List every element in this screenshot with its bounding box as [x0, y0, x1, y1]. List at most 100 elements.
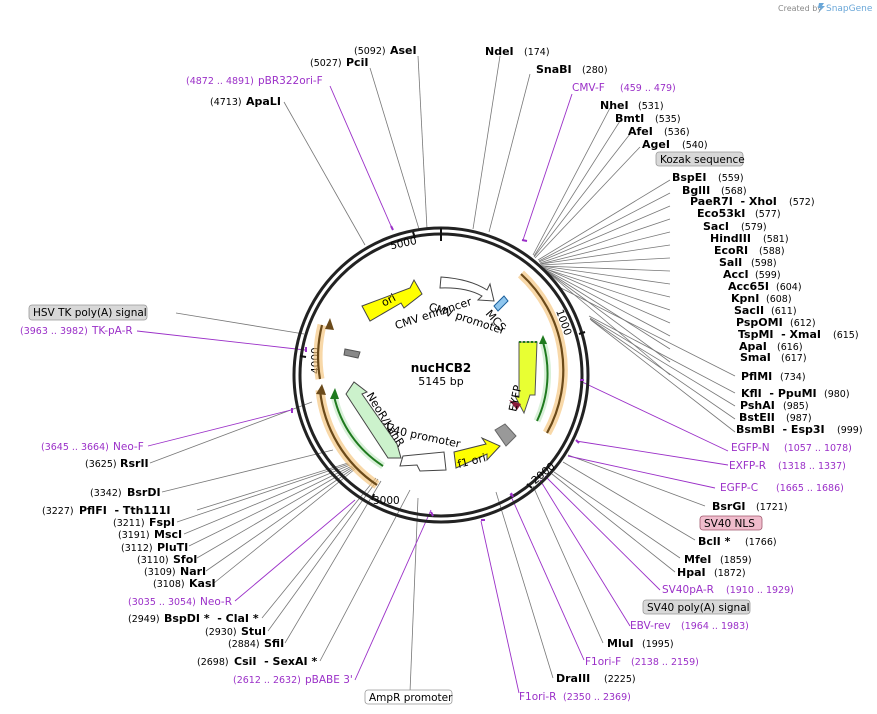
primer-pos: (1665 .. 1686) [776, 483, 844, 494]
enzyme-name: SmaI [740, 351, 771, 364]
enzyme-name: TspMI - XmaI [738, 328, 821, 341]
enzyme-pos: (577) [755, 209, 781, 220]
enzyme-pos: (579) [741, 222, 767, 233]
enzyme-name: MluI [607, 637, 634, 650]
enzyme-name: PaeR7I - XhoI [690, 195, 777, 208]
enzyme-pos: (1859) [720, 555, 752, 566]
enzyme-pos: (616) [777, 342, 803, 353]
enzyme-pos: (3211) [113, 518, 145, 529]
created-by-text: Created by [778, 4, 822, 13]
primer-pos: (1964 .. 1983) [681, 621, 749, 632]
primer-pos: (2350 .. 2369) [563, 692, 631, 703]
enzyme-pos: (2930) [205, 627, 237, 638]
eyfp-orf-green-arrow [533, 335, 552, 423]
sv40-nls-box: SV40 NLS [699, 515, 763, 531]
enzyme-name: AccI [723, 268, 749, 281]
ampr-promoter-label: AmpR promoter [369, 692, 453, 704]
enzyme-pos: (3227) [42, 506, 74, 517]
eyfp-label: EYFP [506, 384, 524, 413]
enzyme-name: SnaBI [536, 63, 572, 76]
primer-name: EGFP-N [731, 442, 770, 454]
primer-name: SV40pA-R [662, 584, 714, 596]
primer-name: F1ori-F [585, 656, 621, 668]
enzyme-pos: (559) [718, 173, 744, 184]
plasmid-length: 5145 bp [418, 375, 463, 388]
ampr-promoter-box: AmpR promoter [364, 689, 453, 705]
enzyme-pos: (608) [766, 294, 792, 305]
sv40-polya-box: SV40 poly(A) signal [642, 599, 751, 615]
enzyme-pos: (5092) [354, 46, 386, 57]
snapgene-logo-icon [818, 3, 825, 12]
enzyme-pos: (3625) [85, 459, 117, 470]
scale-ticks [299, 228, 586, 501]
enzyme-pos: (588) [759, 246, 785, 257]
enzyme-pos: (734) [780, 372, 806, 383]
enzyme-pos: (572) [789, 197, 815, 208]
enzyme-pos: (3112) [121, 543, 153, 554]
enzyme-name: AfeI [628, 125, 653, 138]
enzyme-name: SfiI [264, 637, 284, 650]
enzyme-pos: (612) [790, 318, 816, 329]
enzyme-name: BglII [682, 184, 710, 197]
enzyme-name: HpaI [677, 566, 706, 579]
enzyme-name: BclI * [698, 535, 731, 548]
ori-label: ori [379, 291, 398, 309]
enzyme-pos: (3109) [144, 567, 176, 578]
enzyme-pos: (598) [751, 258, 777, 269]
enzyme-name: BsmBI - Esp3I [736, 423, 825, 436]
primer-pos: (1910 .. 1929) [726, 585, 794, 596]
enzyme-name: KflI - PpuMI [741, 387, 817, 400]
neo-orf-arc [313, 318, 380, 489]
primer-name: pBR322ori-F [258, 75, 323, 87]
enzyme-name: KpnI [731, 292, 759, 305]
primer-name: Neo-R [200, 596, 232, 608]
eyfp-feature [509, 341, 538, 415]
primer-pos: (2138 .. 2159) [631, 657, 699, 668]
hsv-tk-label: HSV TK poly(A) signal [33, 307, 147, 319]
tick-label-3000: 3000 [373, 495, 400, 507]
snapgene-brand: SnapGene [826, 4, 873, 14]
hsv-tk-box: HSV TK poly(A) signal [28, 304, 148, 321]
enzyme-name: SacII [734, 304, 764, 317]
enzyme-pos: (615) [833, 330, 859, 341]
enzyme-pos: (4713) [210, 97, 242, 108]
enzyme-name: EcoRI [714, 244, 748, 257]
eyfp-orf-arc [517, 270, 568, 436]
enzyme-name: PflMI [741, 370, 772, 383]
enzyme-name: Acc65I [728, 280, 769, 293]
primer-name: EXFP-R [729, 460, 766, 472]
enzyme-pos: (5027) [310, 58, 342, 69]
primer-pos: (1318 .. 1337) [778, 461, 846, 472]
enzyme-name: BspDI * - ClaI * [164, 612, 259, 625]
primer-name: TK-pA-R [91, 325, 133, 337]
enzyme-name: Eco53kI [697, 207, 745, 220]
plasmid-name: nucHCB2 [411, 361, 472, 375]
enzyme-name: PflFI - Tth111I [79, 504, 171, 517]
primer-pos: (3963 .. 3982) [20, 326, 88, 337]
enzyme-pos: (2884) [228, 639, 260, 650]
hsv-tk-mark [343, 348, 361, 359]
enzyme-name: SacI [703, 220, 729, 233]
f1-ori-feature [453, 423, 517, 469]
enzyme-pos: (3191) [118, 530, 150, 541]
enzyme-pos: (1766) [745, 537, 777, 548]
primer-pos: (3645 .. 3664) [41, 442, 109, 453]
enzyme-name: NarI [180, 565, 206, 578]
enzyme-name: StuI [241, 625, 266, 638]
kozak-label: Kozak sequence [660, 154, 745, 166]
tick-label-2000: 2000 [529, 460, 557, 486]
enzyme-pos: (985) [783, 401, 809, 412]
enzyme-name: BmtI [615, 112, 644, 125]
enzyme-pos: (535) [655, 114, 681, 125]
enzyme-pos: (1872) [714, 568, 746, 579]
enzyme-name: ApaI [739, 340, 767, 353]
primer-pos: (459 .. 479) [620, 83, 676, 94]
enzyme-pos: (536) [664, 127, 690, 138]
enzyme-pos: (1995) [642, 639, 674, 650]
enzyme-name: AseI [390, 44, 417, 57]
enzyme-name: PshAI [740, 399, 775, 412]
enzyme-pos: (174) [524, 47, 550, 58]
enzyme-name: PciI [346, 56, 368, 69]
enzyme-name: BspEI [672, 171, 706, 184]
primer-pos: (4872 .. 4891) [186, 76, 254, 87]
